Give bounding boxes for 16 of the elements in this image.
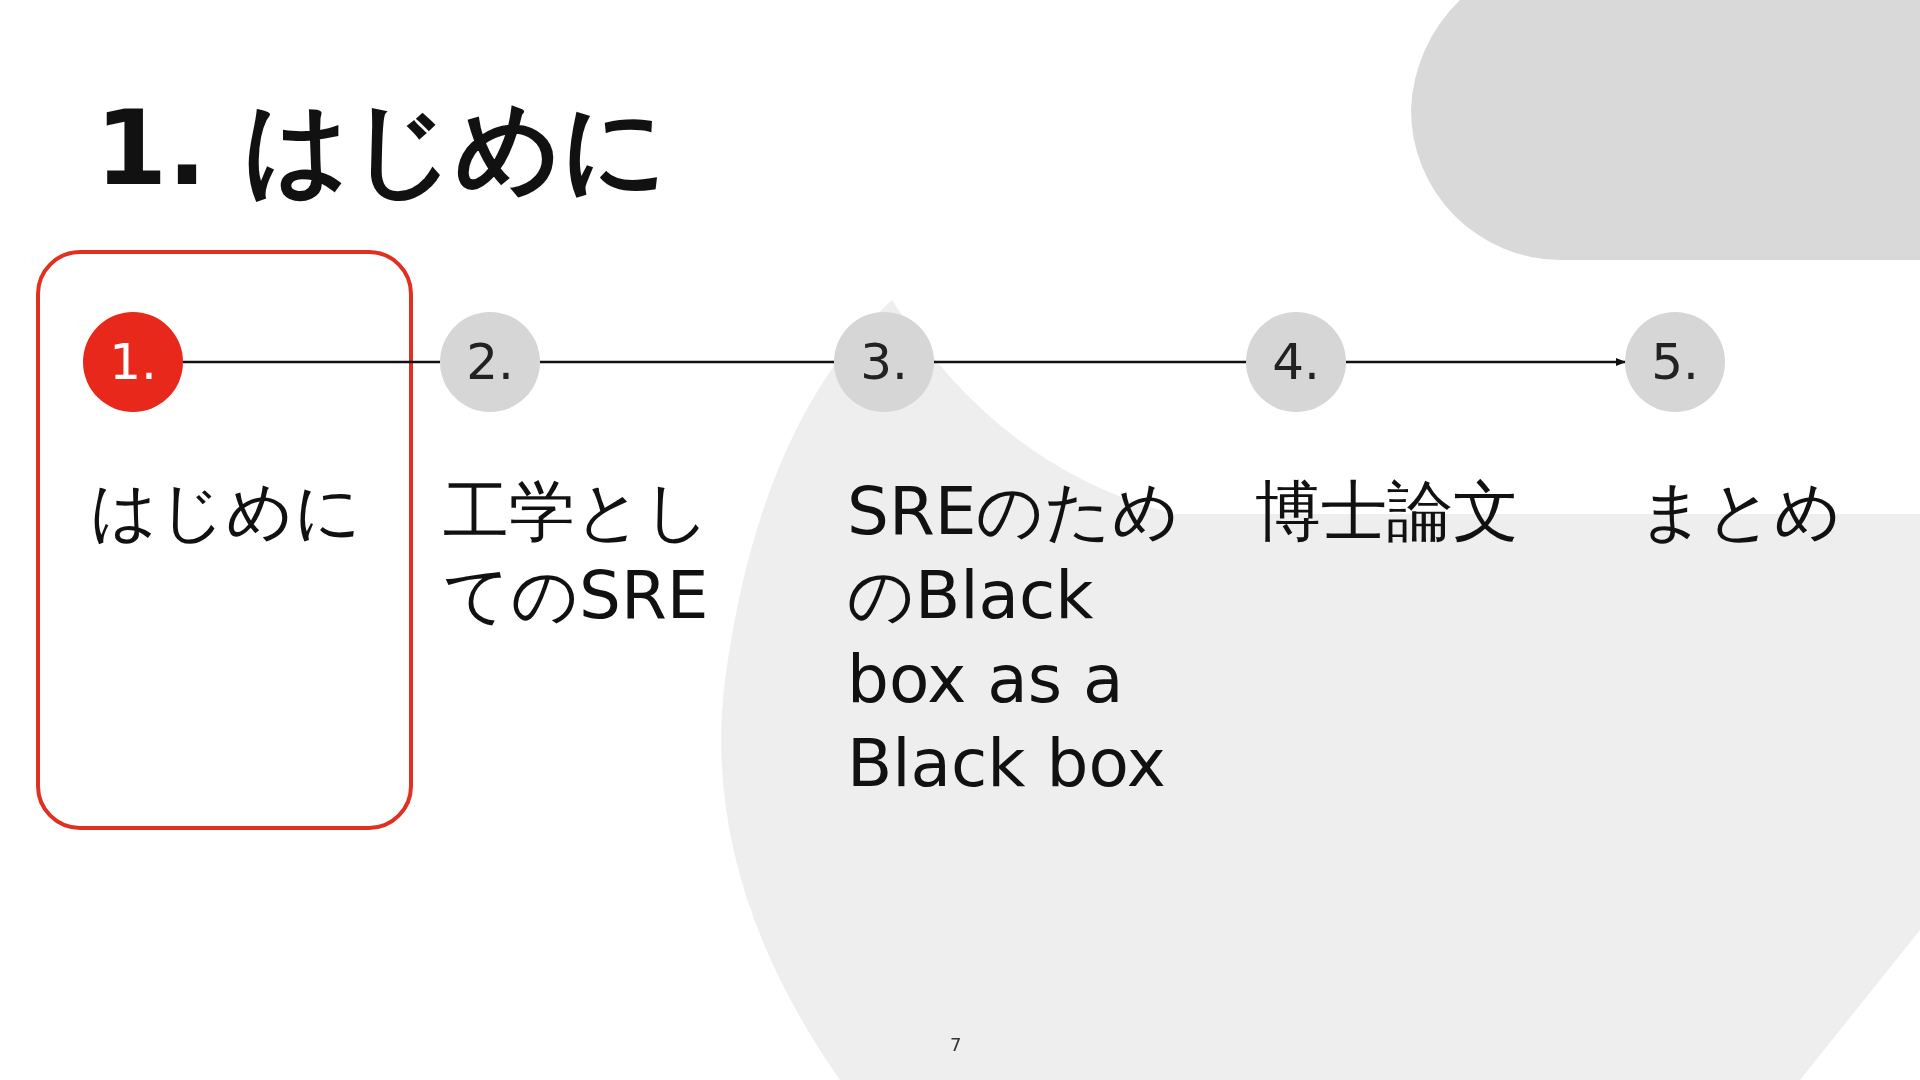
step-circle: 4.	[1246, 312, 1346, 412]
step-circle: 1.	[83, 312, 183, 412]
step-label: まとめ	[1638, 472, 1843, 552]
step-label: 工学としてのSRE	[443, 472, 712, 636]
step-circle: 3.	[834, 312, 934, 412]
page-number: 7	[950, 1034, 962, 1055]
title: 1. はじめに	[95, 86, 668, 211]
step-label: 博士論文	[1255, 472, 1520, 552]
step-circle: 2.	[440, 312, 540, 412]
connector-line	[183, 360, 440, 364]
connector-line	[540, 360, 834, 364]
step-label: SREのためのBlack box as a Black box	[847, 472, 1182, 804]
step-label: はじめに	[90, 472, 363, 552]
step-circle: 5.	[1625, 312, 1725, 412]
connector-line	[1346, 358, 1626, 366]
connector-line	[934, 360, 1246, 364]
